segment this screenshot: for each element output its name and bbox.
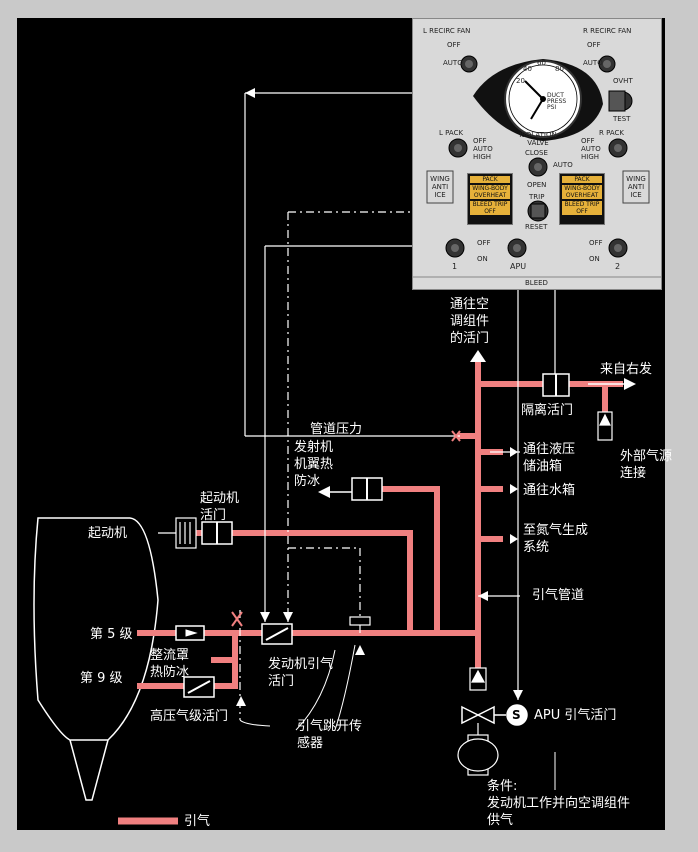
reset-label: RESET: [525, 223, 548, 231]
r-bleed-trip-off-light: BLEED TRIP OFF: [562, 201, 602, 215]
l-pack-high: HIGH: [473, 153, 492, 161]
trip-reset-button: [530, 203, 546, 219]
ovht-label: OVHT: [613, 77, 633, 85]
eng2-off-label: OFF: [589, 239, 603, 247]
duct-pressure-transducer: [451, 430, 461, 442]
r-recirc-fan-label: R RECIRC FAN: [583, 27, 632, 35]
starter-valve-label: 起动机 活门: [200, 491, 240, 523]
trip-label: TRIP: [529, 193, 545, 201]
trip-sensor: [349, 616, 371, 633]
r-wing-body-overheat-light: WING-BODY OVERHEAT: [562, 185, 602, 199]
bleed-panel-title: BLEED: [525, 279, 548, 287]
ovht-test-button: [608, 90, 626, 112]
r-wing-anti-ice-label: WING ANTI ICE: [626, 175, 646, 199]
iso-auto-label: AUTO: [553, 161, 573, 169]
to-nitrogen-label: 至氮气生成 系统: [523, 523, 589, 555]
panel-graphics: [413, 55, 661, 278]
to-hyd-reservoir-label: 通往液压 储油箱: [523, 442, 576, 474]
starter-valve: [201, 521, 233, 545]
wing-anti-ice-valve: [351, 477, 383, 501]
legend-label: 引气: [184, 814, 211, 829]
gauge-tick-20: 20: [516, 77, 525, 85]
l-recirc-fan-label: L RECIRC FAN: [423, 27, 471, 35]
r-pack-off: OFF: [581, 137, 595, 145]
l-wing-anti-ice-label: WING ANTI ICE: [430, 175, 450, 199]
duct-pressure-label: 管道压力: [310, 422, 363, 437]
apu-unit: [457, 723, 499, 776]
r-fan-off-label: OFF: [587, 41, 601, 49]
bleed-ducts: [137, 362, 623, 689]
apu-bleed-valve-label: APU 引气活门: [534, 708, 617, 723]
gauge-tick-80: 80: [555, 65, 564, 73]
hp-valve-label: 高压气级活门: [150, 709, 229, 724]
eng1-label: 1: [452, 262, 458, 271]
l-pack-light: PACK: [470, 176, 510, 183]
l-fan-off-label: OFF: [447, 41, 461, 49]
starter-label: 起动机: [88, 526, 128, 541]
r-pack-auto: AUTO: [581, 145, 601, 153]
gauge-tick-60: 60: [537, 59, 546, 67]
l-wing-body-overheat-light: WING-BODY OVERHEAT: [470, 185, 510, 199]
to-water-tank-label: 通往水箱: [523, 483, 576, 498]
stage9-label: 第 9 级: [80, 671, 123, 686]
eng2-on-label: ON: [589, 255, 600, 263]
right-annunciator-block: PACK WING-BODY OVERHEAT BLEED TRIP OFF: [559, 173, 605, 225]
stage5-label: 第 5 级: [90, 627, 133, 642]
bleed-control-panel: L RECIRC FAN R RECIRC FAN OFF AUTO OFF A…: [412, 18, 662, 290]
to-pack-valve-label: 通往空 调组件 的活门: [450, 297, 490, 346]
isolation-valve: [542, 373, 570, 397]
iso-open-label: OPEN: [527, 181, 547, 189]
gauge-tick-40: 40: [523, 65, 532, 73]
s-symbol: S: [512, 708, 521, 722]
starter-unit: [158, 517, 197, 549]
apu-switch-label: APU: [510, 262, 527, 271]
gauge-label: DUCT PRESS PSI: [547, 92, 567, 111]
apu-bleed-valve: [461, 704, 528, 726]
hp-valve: [183, 676, 215, 698]
eng-bleed-valve: [261, 623, 293, 645]
left-annunciator-block: PACK WING-BODY OVERHEAT BLEED TRIP OFF: [467, 173, 513, 225]
iso-close-label: CLOSE: [525, 149, 548, 157]
bleed-trip-sensor-label: 引气跳开传 感器: [297, 719, 363, 751]
eng1-on-label: ON: [477, 255, 488, 263]
from-right-engine-label: 来自右发: [600, 362, 653, 377]
isolation-valve-label: ISOLATION VALVE: [519, 131, 557, 147]
eng-wing-anti-ice-label: 发射机 机翼热 防冰: [294, 440, 334, 489]
test-label: TEST: [613, 115, 631, 123]
eng1-off-label: OFF: [477, 239, 491, 247]
eng2-label: 2: [615, 262, 621, 271]
apu-unit-label: APU: [466, 751, 481, 759]
r-pack-label: R PACK: [599, 129, 625, 137]
isolation-valve-cn-label: 隔离活门: [521, 403, 574, 418]
r-pack-high: HIGH: [581, 153, 600, 161]
l-bleed-trip-off-light: BLEED TRIP OFF: [470, 201, 510, 215]
apu-check-valve: [469, 667, 487, 691]
external-air-label: 外部气源 连接: [620, 449, 673, 481]
engine-nacelle: [33, 517, 159, 741]
l-fan-auto-label: AUTO: [443, 59, 463, 67]
engine-exhaust-cone: [69, 739, 109, 801]
stage5-check-valve: [175, 625, 205, 641]
r-fan-auto-label: AUTO: [583, 59, 603, 67]
bleed-duct-label: 引气管道: [532, 588, 585, 603]
l-pack-off: OFF: [473, 137, 487, 145]
condition-label: 条件: 发动机工作并向空调组件 供气: [487, 779, 631, 828]
l-pack-auto: AUTO: [473, 145, 493, 153]
r-pack-light: PACK: [562, 176, 602, 183]
eng-bleed-valve-label: 发动机引气 活门: [268, 657, 334, 689]
external-air-connector: [597, 411, 613, 441]
l-pack-label: L PACK: [439, 129, 464, 137]
precooler-label: 整流罩 热防冰: [150, 648, 190, 680]
